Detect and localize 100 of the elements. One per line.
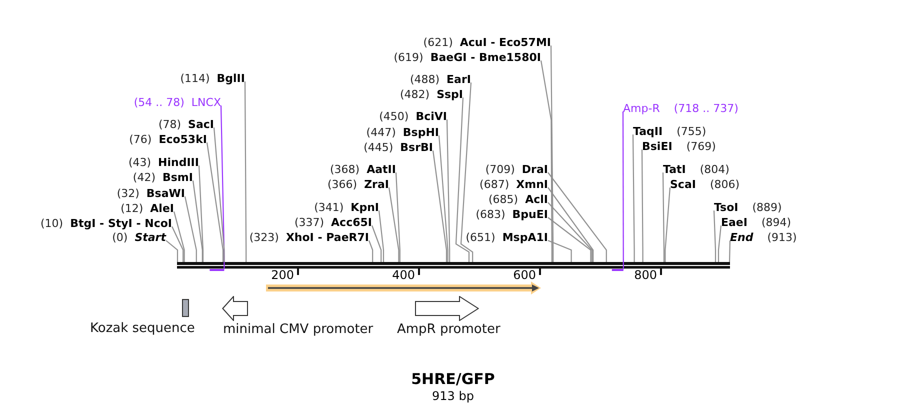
leader-line: [548, 187, 594, 262]
enzyme-name: BsaWI: [146, 186, 185, 200]
enzyme-name: BsiEI: [642, 140, 672, 152]
site-position: (445): [364, 140, 394, 154]
dna-backbone: [177, 262, 730, 269]
site-position: (368): [330, 162, 360, 176]
site-position: (323): [249, 230, 279, 244]
primer-name: LNCX: [191, 96, 221, 108]
site-position: (450): [379, 110, 409, 122]
enzyme-name: BspHI: [402, 126, 439, 138]
site-position: (913): [767, 230, 797, 244]
leader-line: [641, 150, 644, 262]
scale-label: 400: [392, 268, 415, 282]
enzyme-name: AcuI - Eco57MI: [460, 36, 551, 48]
enzyme-name: BsrBI: [400, 140, 433, 154]
leader-line: [371, 225, 382, 262]
site-position: (43): [128, 156, 152, 168]
enzyme-name: EarI: [446, 72, 471, 86]
scale-label: 200: [271, 268, 294, 282]
site-position: (482): [400, 88, 430, 100]
enzyme-name: TsoI: [714, 200, 738, 214]
leader-line: [548, 172, 607, 262]
site-position: (488): [410, 72, 440, 86]
site-position: (683): [476, 208, 506, 220]
site-position: (10): [40, 216, 64, 230]
sequence-end-label: Start: [134, 230, 166, 244]
map-title: 5HRE/GFP: [411, 371, 495, 388]
leader-line: [548, 202, 592, 262]
site-position: (889): [752, 200, 782, 214]
site-position: (709): [485, 162, 515, 176]
enzyme-name: ScaI: [670, 178, 696, 190]
leader-line: [548, 217, 592, 262]
enzyme-name: Eco53kI: [158, 132, 207, 146]
leader-line: [378, 210, 384, 262]
leader-line: [368, 240, 374, 262]
leader-line: [460, 82, 474, 262]
enzyme-name: XmnI: [516, 178, 548, 190]
site-position: (621): [423, 36, 453, 48]
leader-line: [550, 46, 554, 262]
leader-line: [213, 127, 225, 262]
leader-line: [438, 135, 448, 262]
leader-line: [728, 240, 731, 262]
enzyme-name: MspA1I: [502, 230, 548, 244]
enzyme-name: BsmI: [162, 170, 193, 184]
sequence-end-label: End: [730, 230, 754, 244]
enzyme-name: Acc65I: [331, 216, 372, 228]
enzyme-name: TatI: [663, 162, 686, 176]
leader-line: [395, 172, 400, 262]
enzyme-name: AclI: [525, 192, 548, 206]
primer-name: Amp-R: [623, 102, 660, 114]
feature-label: Kozak sequence: [90, 321, 195, 336]
site-position: (769): [686, 140, 716, 152]
site-position: (0): [112, 230, 128, 244]
leader-line: [220, 105, 225, 269]
enzyme-name: BpuEI: [512, 208, 548, 220]
site-position: (687): [480, 178, 510, 190]
sequence-length: 913 bp: [432, 389, 474, 403]
leader-line: [540, 60, 552, 262]
leader-line: [388, 187, 400, 262]
site-position: (12): [120, 202, 144, 214]
scale-label: 800: [634, 268, 657, 282]
enzyme-name: TaqII: [633, 124, 663, 138]
leader-line: [446, 119, 450, 262]
leader-line: [455, 97, 470, 262]
leader-line: [184, 196, 197, 262]
leader-line: [192, 180, 203, 262]
site-position: (685): [488, 192, 518, 206]
orf-feature: [266, 282, 541, 294]
enzyme-name: AatII: [366, 162, 396, 176]
site-position: (42): [132, 170, 156, 184]
leader-line: [718, 225, 722, 262]
site-position: (32): [116, 186, 140, 200]
feature-label: AmpR promoter: [397, 322, 500, 337]
enzyme-name: EaeI: [721, 216, 748, 228]
site-position: (337): [294, 216, 324, 228]
enzyme-name: HindIII: [158, 156, 199, 168]
primer-range: (718 .. 737): [674, 102, 738, 114]
enzyme-name: BaeGI - Bme1580I: [430, 50, 541, 64]
leader-line: [172, 226, 184, 262]
enzyme-name: BciVI: [416, 110, 447, 122]
site-position: (806): [710, 178, 740, 190]
site-position: (894): [762, 216, 792, 228]
leader-line: [244, 82, 247, 262]
leader-line: [632, 134, 635, 262]
leader-line: [198, 165, 204, 262]
leader-line: [664, 187, 671, 262]
site-position: (366): [327, 178, 358, 190]
scale-label: 600: [513, 268, 536, 282]
site-position: (78): [158, 118, 182, 130]
site-position: (114): [180, 72, 210, 84]
primer-range: (54 .. 78): [134, 96, 184, 108]
leader-line: [662, 172, 665, 262]
enzyme-name: BglII: [216, 72, 245, 84]
site-position: (619): [394, 50, 424, 64]
leader-line: [432, 150, 448, 262]
site-position: (76): [129, 132, 152, 146]
enzyme-name: XhoI - PaeR7I: [286, 230, 369, 244]
leader-line: [713, 210, 716, 262]
enzyme-name: ZraI: [364, 178, 389, 190]
leader-line: [548, 240, 572, 262]
